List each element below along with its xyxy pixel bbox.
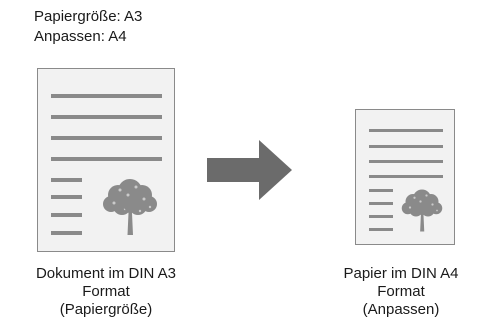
tree-icon bbox=[401, 189, 443, 232]
source-caption-line3: (Papiergröße) bbox=[59, 301, 153, 318]
text-line bbox=[51, 115, 162, 119]
paper-size-setting: Papiergröße: A3 bbox=[34, 8, 143, 25]
text-line bbox=[369, 228, 393, 231]
settings-info: Papiergröße: A3 Anpassen: A4 bbox=[34, 7, 142, 47]
text-line bbox=[369, 215, 393, 218]
target-caption-line2: Format bbox=[377, 283, 425, 300]
fit-setting: Anpassen: A4 bbox=[34, 28, 127, 45]
text-line bbox=[369, 202, 393, 205]
text-line bbox=[51, 136, 162, 140]
source-caption-line1: Dokument im DIN A3 bbox=[35, 265, 177, 282]
target-caption-line1: Papier im DIN A4 bbox=[343, 265, 459, 282]
target-caption: Papier im DIN A4 Format (Anpassen) bbox=[302, 265, 500, 319]
text-line bbox=[369, 129, 443, 132]
text-line bbox=[369, 145, 443, 148]
text-line bbox=[51, 231, 82, 235]
target-caption-line3: (Anpassen) bbox=[362, 301, 440, 318]
text-line bbox=[51, 178, 82, 182]
tree-icon bbox=[103, 179, 157, 235]
text-line bbox=[369, 160, 443, 163]
text-line bbox=[51, 94, 162, 98]
right-arrow-icon bbox=[207, 140, 292, 200]
text-line bbox=[51, 213, 82, 217]
text-line bbox=[51, 195, 82, 199]
source-document-a3 bbox=[37, 68, 175, 252]
text-line bbox=[51, 157, 162, 161]
text-line bbox=[369, 175, 443, 178]
source-caption: Dokument im DIN A3 Format (Papiergröße) bbox=[0, 265, 212, 319]
text-line bbox=[369, 189, 393, 192]
source-caption-line2: Format bbox=[82, 283, 130, 300]
target-document-a4 bbox=[355, 109, 455, 245]
